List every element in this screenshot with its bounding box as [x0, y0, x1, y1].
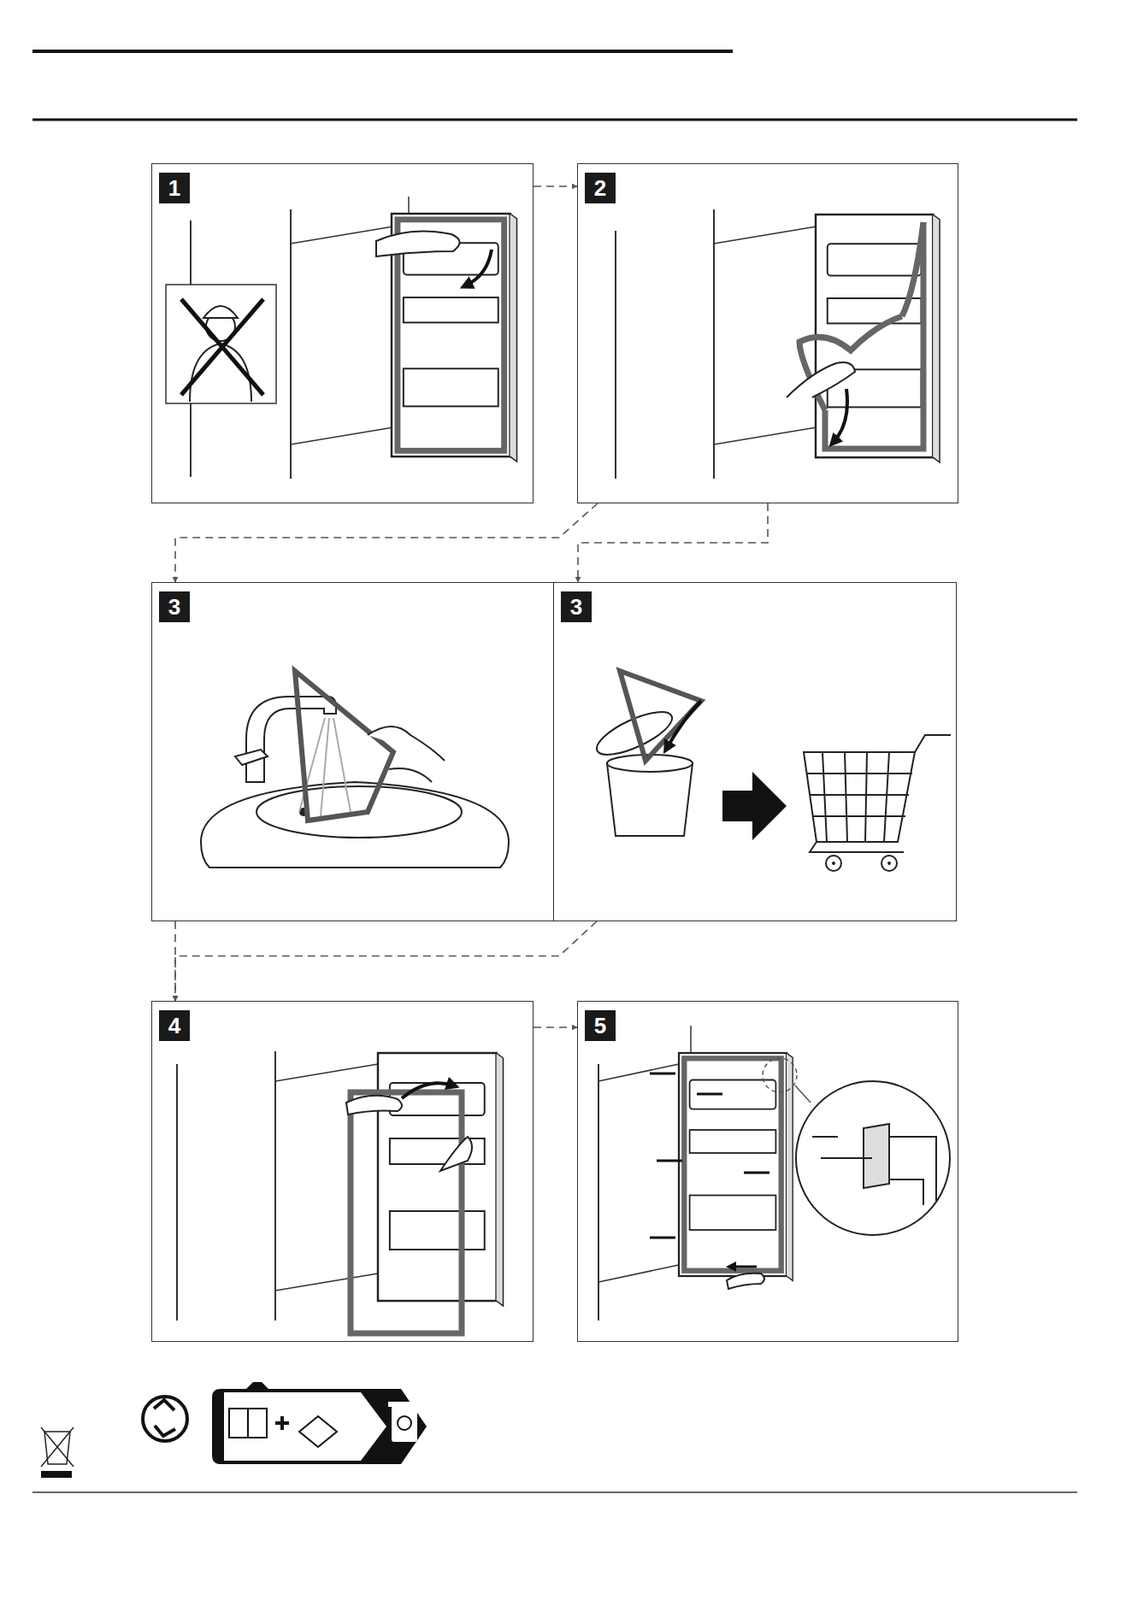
step-number: 5	[584, 1010, 616, 1042]
step-number: 2	[584, 172, 616, 204]
step-number: 1	[159, 172, 190, 204]
dashed-arrow	[577, 503, 768, 583]
step-panel: 2	[577, 163, 959, 504]
step-panel: 3	[554, 582, 957, 922]
step-panel: 5	[577, 1001, 959, 1343]
step-number: 3	[159, 591, 190, 623]
dashed-arrow	[174, 921, 177, 1002]
step-panel: 1	[151, 163, 534, 504]
step-panel: 4	[151, 1001, 534, 1343]
step-panel: 3	[151, 582, 555, 922]
dashed-arrow	[175, 503, 598, 583]
dashed-arrow	[533, 1026, 578, 1029]
dashed-arrow	[533, 185, 578, 188]
step-number: 3	[560, 591, 592, 623]
dashed-arrow	[175, 921, 597, 1002]
step-number: 4	[159, 1010, 190, 1042]
